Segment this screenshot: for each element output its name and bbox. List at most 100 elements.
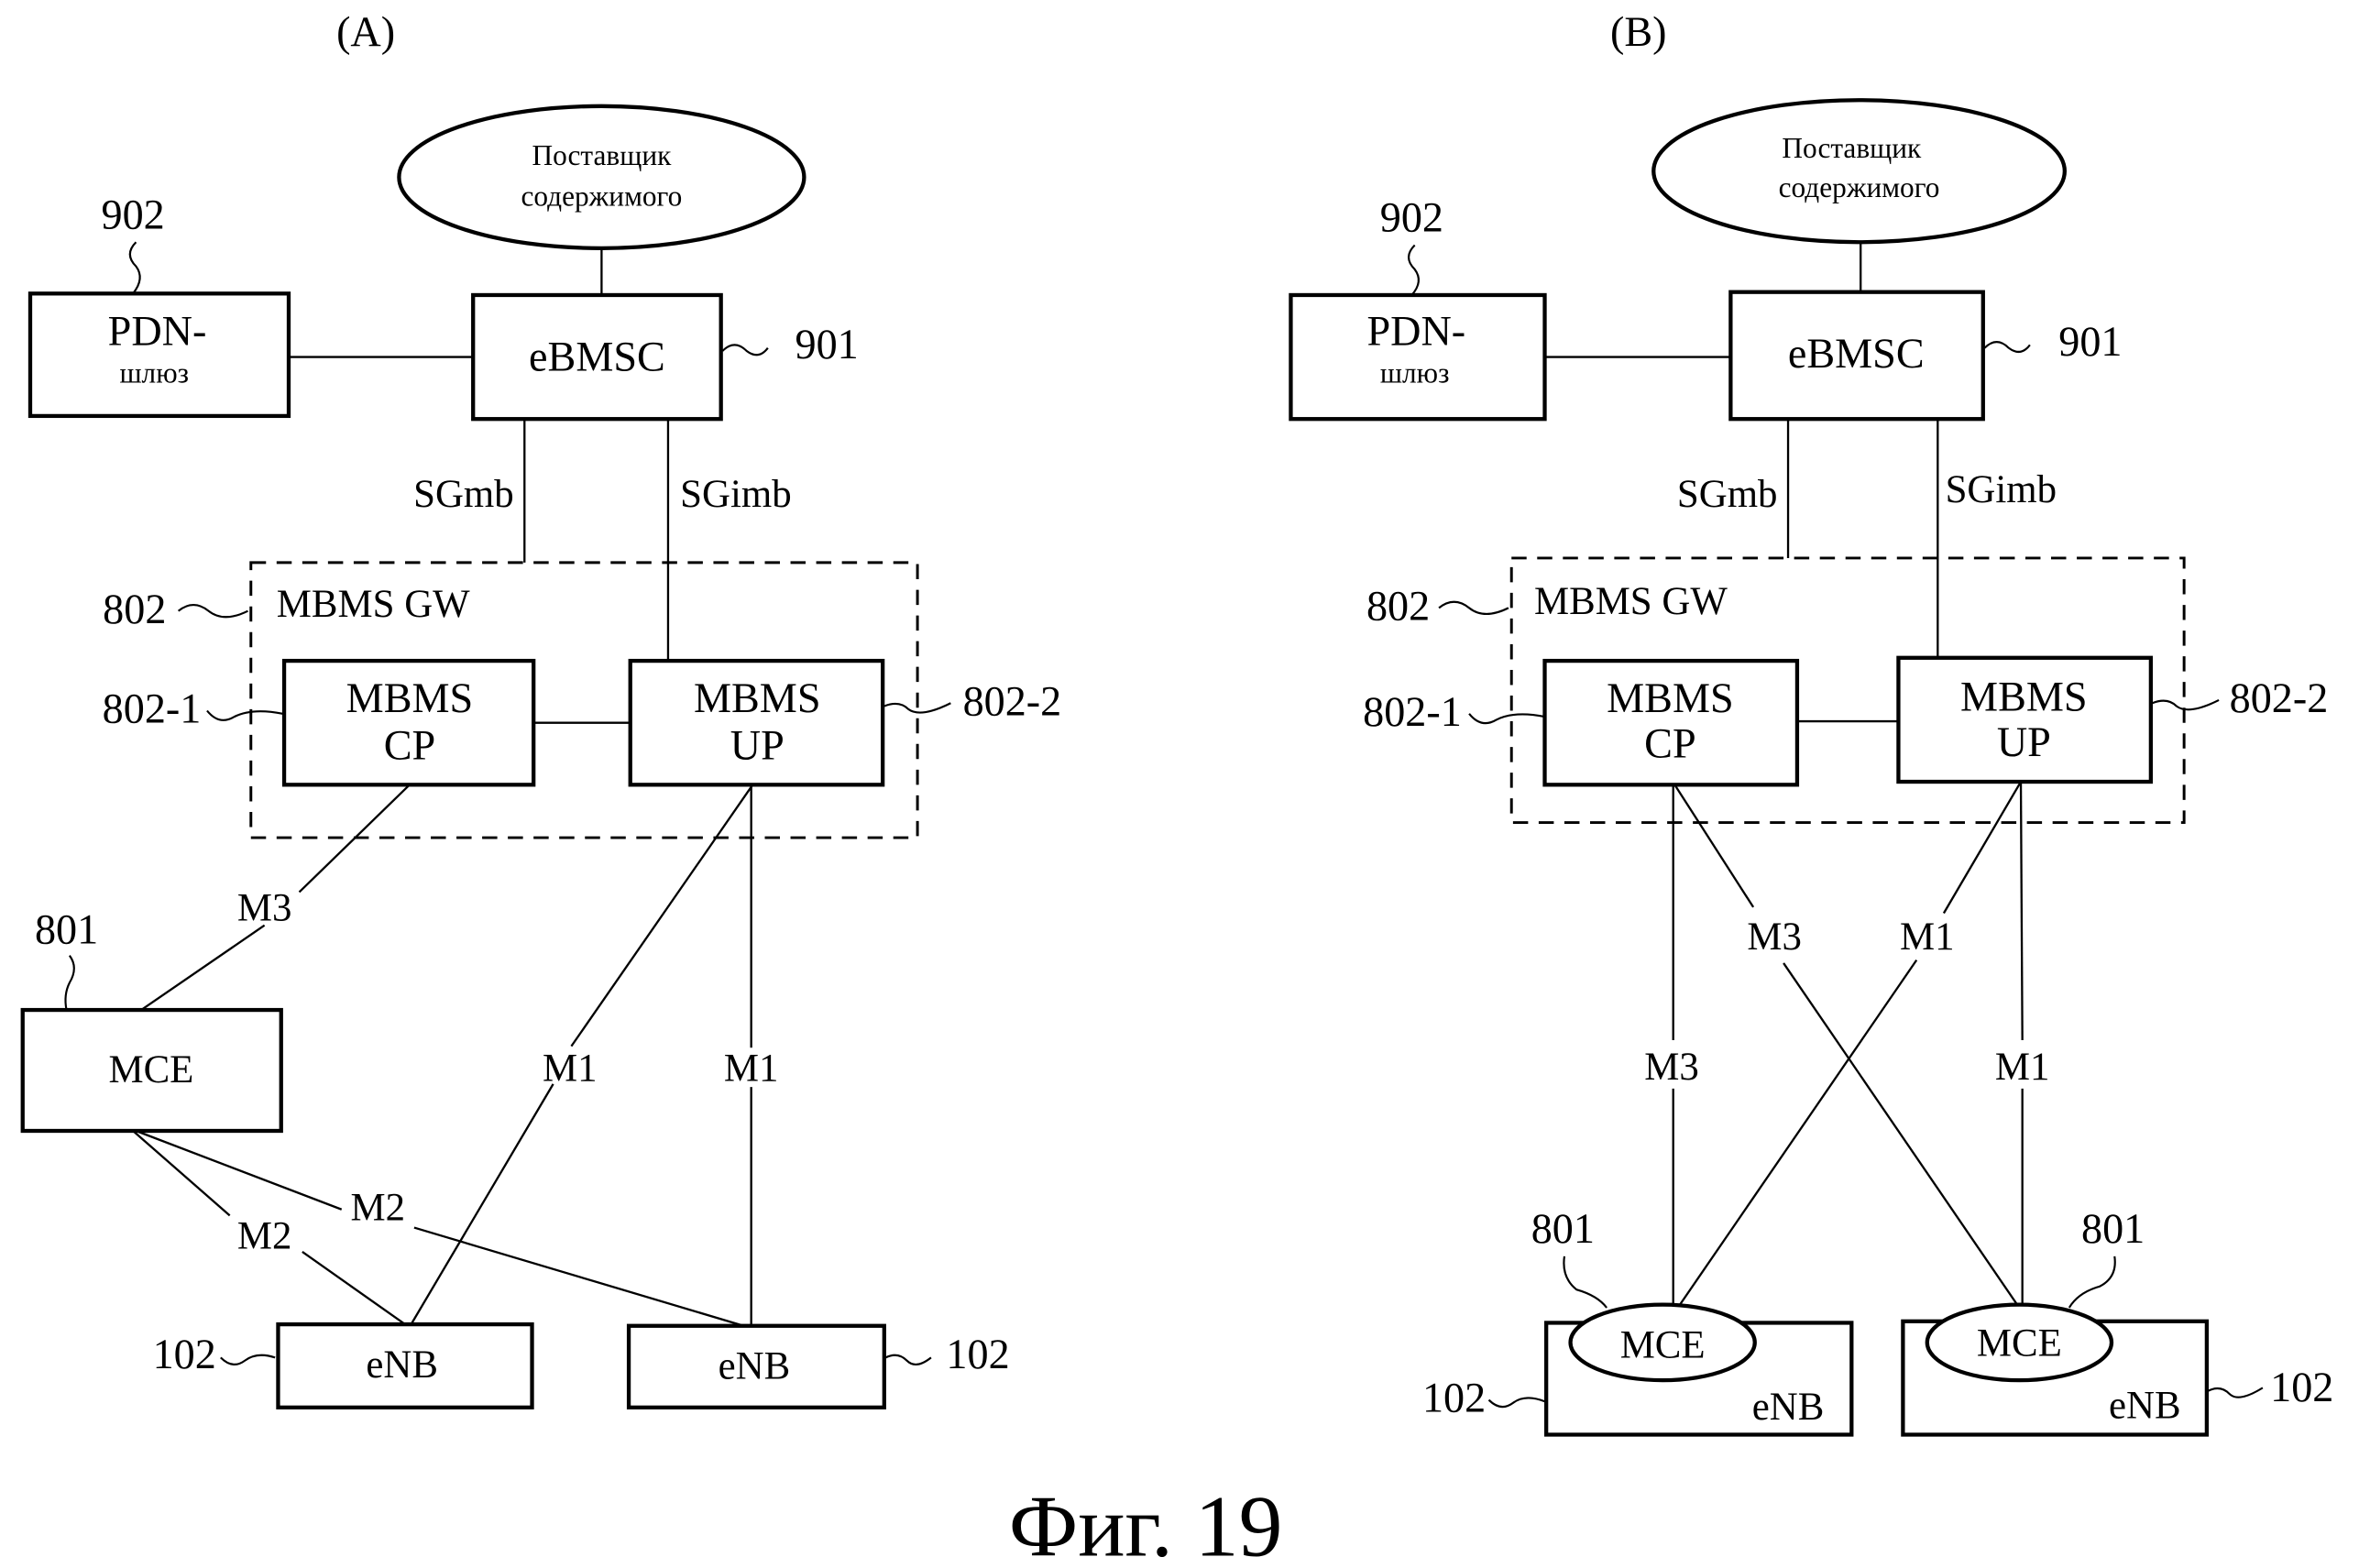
leader-102-b-right — [2208, 1387, 2264, 1398]
link-m1-a-left-lower — [410, 1083, 554, 1325]
mbms-gw-a — [249, 561, 919, 839]
m1-vertical-label-b: M1 — [1995, 1046, 2050, 1089]
mbms-up-b: MBMS UP — [1896, 655, 2154, 784]
leader-802-2-b — [2152, 699, 2220, 711]
ref-802-b: 802 — [1366, 583, 1430, 630]
mce-left-b-label: MCE — [1620, 1323, 1706, 1366]
link-m3-cross-b-upper — [1673, 784, 1755, 908]
link-m1-cross-b-upper — [1942, 781, 2023, 915]
enb-left-b-label: eNB — [1752, 1386, 1825, 1429]
figure-caption: Фиг. 19 — [1009, 1477, 1283, 1568]
ref-902-b: 902 — [1380, 194, 1443, 241]
leader-102-a-left — [220, 1354, 276, 1365]
link-m2-a-right-upper — [136, 1129, 343, 1211]
enb-right-a-label: eNB — [719, 1344, 791, 1387]
leader-901-b — [1983, 341, 2031, 353]
leader-801-b-right — [2068, 1255, 2116, 1309]
enb-left-b: MCE eNB — [1544, 1302, 1854, 1437]
ref-902-a: 902 — [102, 191, 165, 237]
sgmb-label-a: SGmb — [413, 473, 514, 516]
mce-a-label: MCE — [108, 1048, 193, 1091]
mbms-up-a-line2: UP — [730, 721, 785, 768]
ebmsc-b: eBMSC — [1728, 290, 1985, 422]
pdn-gateway-a-line1: PDN- — [108, 307, 207, 354]
pdn-gateway-b: PDN- шлюз — [1289, 292, 1547, 422]
ref-901-b: 901 — [2058, 318, 2122, 365]
mbms-cp-a-line2: CP — [384, 721, 435, 768]
m2-right-label-a: M2 — [351, 1186, 406, 1229]
mbms-up-b-line2: UP — [1997, 718, 2051, 765]
mbms-up-b-line1: MBMS — [1960, 674, 2088, 720]
leader-901-a — [721, 344, 769, 356]
ref-901-a: 901 — [795, 321, 858, 367]
mbms-cp-b: MBMS CP — [1542, 658, 1800, 787]
enb-right-b-label: eNB — [2109, 1384, 2181, 1427]
content-provider-a-line1: Поставщик — [532, 139, 672, 171]
leader-102-a-right — [884, 1354, 932, 1365]
link-m3-cross-b-lower — [1783, 962, 2024, 1313]
link-m1-a-left-upper — [570, 784, 754, 1047]
leader-802-1-b — [1468, 713, 1545, 725]
ref-102-b-right: 102 — [2270, 1364, 2333, 1410]
mce-right-b — [1925, 1302, 2114, 1383]
m1-cross-label-b: M1 — [1900, 916, 1955, 959]
leader-802-1-a — [206, 709, 283, 721]
ref-802-1-a: 802-1 — [103, 685, 202, 732]
mbms-up-a-line1: MBMS — [694, 674, 821, 721]
enb-right-a: eNB — [626, 1323, 886, 1409]
ref-802-1-b: 802-1 — [1363, 688, 1462, 735]
mbms-gw-a-label: MBMS GW — [277, 583, 470, 626]
m3-cross-label-b: M3 — [1747, 916, 1802, 959]
mbms-up-a: MBMS UP — [628, 658, 885, 787]
link-m1-cross-b-lower — [1673, 959, 1918, 1313]
ref-802-a: 802 — [103, 586, 166, 632]
ref-102-a-right: 102 — [946, 1331, 1009, 1377]
link-m2-a-right-lower — [413, 1226, 744, 1327]
mbms-cp-a: MBMS CP — [281, 658, 536, 787]
sgimb-label-a: SGimb — [680, 473, 792, 516]
panel-b: (B) Поставщик содержимого PDN- шлюз 902 … — [1289, 8, 2333, 1437]
ref-801-b-left: 801 — [1531, 1205, 1595, 1252]
m1-left-label-a: M1 — [543, 1047, 598, 1091]
ref-801-b-right: 801 — [2081, 1205, 2145, 1252]
ebmsc-b-label: eBMSC — [1788, 330, 1925, 377]
sgimb-label-b: SGimb — [1946, 468, 2057, 511]
pdn-gateway-b-line1: PDN- — [1366, 307, 1465, 354]
leader-802-a — [177, 603, 248, 619]
link-m2-a-left-lower — [302, 1250, 406, 1326]
content-provider-b: Поставщик содержимого — [1651, 98, 2067, 245]
ref-801-a: 801 — [35, 905, 98, 952]
content-provider-b-line2: содержимого — [1779, 171, 1940, 203]
mbms-cp-b-line2: CP — [1644, 720, 1695, 767]
link-m3-a-upper — [298, 784, 411, 894]
leader-902-a — [128, 241, 141, 294]
leader-802-2-a — [883, 702, 951, 714]
ref-102-b-left: 102 — [1422, 1375, 1486, 1421]
pdn-gateway-a-line2: шлюз — [119, 357, 189, 389]
link-m2-a-left-upper — [132, 1130, 231, 1217]
enb-left-a: eNB — [276, 1321, 534, 1409]
mbms-gw-b — [1509, 556, 2186, 825]
content-provider-a-line2: содержимого — [521, 181, 682, 213]
content-provider-b-line1: Поставщик — [1782, 132, 1922, 164]
mce-a: MCE — [20, 1007, 283, 1134]
m2-left-label-a: M2 — [237, 1215, 292, 1258]
panel-a: (A) Поставщик содержимого PDN- шлюз 902 … — [20, 8, 1061, 1409]
m1-right-label-a: M1 — [724, 1047, 779, 1091]
link-m1-vertical-b-upper — [2019, 782, 2024, 1041]
ref-102-a-left: 102 — [153, 1331, 216, 1377]
leader-801-b-left — [1563, 1255, 1607, 1309]
mce-left-b — [1568, 1302, 1757, 1383]
leader-102-b-left — [1487, 1397, 1545, 1409]
panel-a-label: (A) — [336, 8, 395, 55]
m3-vertical-label-b: M3 — [1644, 1046, 1699, 1089]
pdn-gateway-b-line2: шлюз — [1380, 357, 1450, 389]
content-provider-a: Поставщик содержимого — [397, 104, 806, 250]
mce-right-b-label: MCE — [1977, 1322, 2062, 1365]
link-m3-a-lower — [138, 924, 266, 1013]
enb-right-b: MCE eNB — [1901, 1302, 2210, 1437]
mbms-cp-a-line1: MBMS — [346, 674, 474, 721]
enb-left-a-label: eNB — [366, 1343, 438, 1387]
ebmsc-a-label: eBMSC — [529, 333, 665, 379]
